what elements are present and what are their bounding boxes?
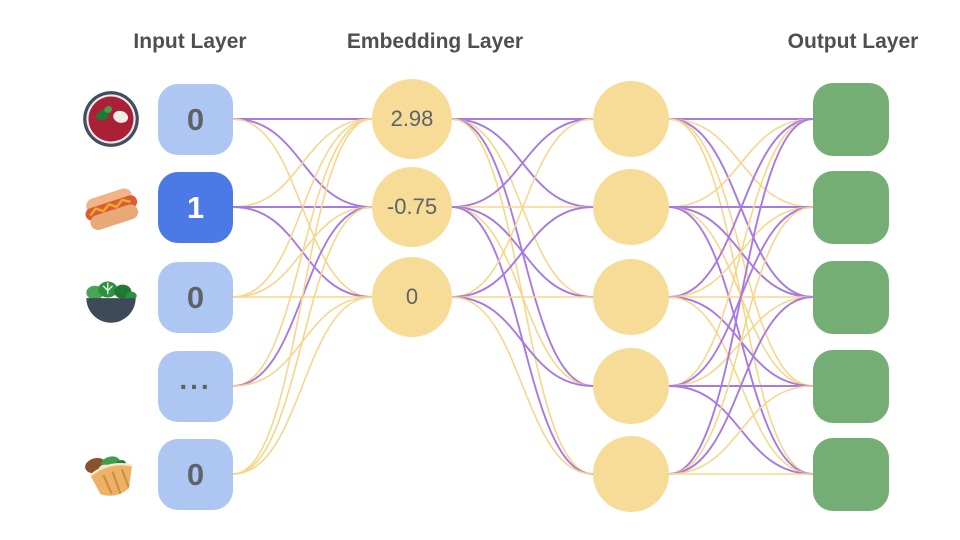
embedding-node-value: -0.75: [386, 194, 438, 219]
input-node-4: ...: [158, 351, 233, 422]
embedding-node-1: 2.98: [372, 79, 452, 159]
input-node-1: 0: [158, 84, 233, 155]
input-node-ellipsis: ...: [179, 363, 212, 395]
output-node-2: [813, 171, 889, 244]
output-node-1: [813, 83, 889, 156]
input-node-3: 0: [158, 262, 233, 333]
output-node-5: [813, 438, 889, 511]
borscht-soup-icon: [81, 89, 141, 149]
hidden-node-5: [593, 436, 669, 512]
embedding-node-2: -0.75: [372, 167, 452, 247]
embedding-node-value: 0: [405, 284, 419, 309]
output-layer-title: Output Layer: [787, 30, 919, 53]
input-node-value: 1: [186, 189, 205, 225]
green-salad-icon: [81, 267, 141, 327]
embedding-layer-title: Embedding Layer: [346, 30, 524, 53]
output-node-4: [813, 350, 889, 423]
input-node-2: 1: [158, 172, 233, 243]
embedding-node-3: 0: [372, 257, 452, 337]
input-node-value: 0: [186, 456, 205, 492]
stuffed-flatbread-icon: [81, 444, 141, 504]
input-node-value: 0: [186, 101, 205, 137]
input-layer-title: Input Layer: [133, 30, 247, 53]
hidden-node-1: [593, 81, 669, 157]
hot-dog-icon: [81, 177, 141, 237]
embedding-node-value: 2.98: [390, 106, 434, 131]
hidden-node-4: [593, 348, 669, 424]
hidden-node-2: [593, 169, 669, 245]
output-node-3: [813, 261, 889, 334]
input-node-value: 0: [186, 279, 205, 315]
input-node-5: 0: [158, 439, 233, 510]
hidden-node-3: [593, 259, 669, 335]
